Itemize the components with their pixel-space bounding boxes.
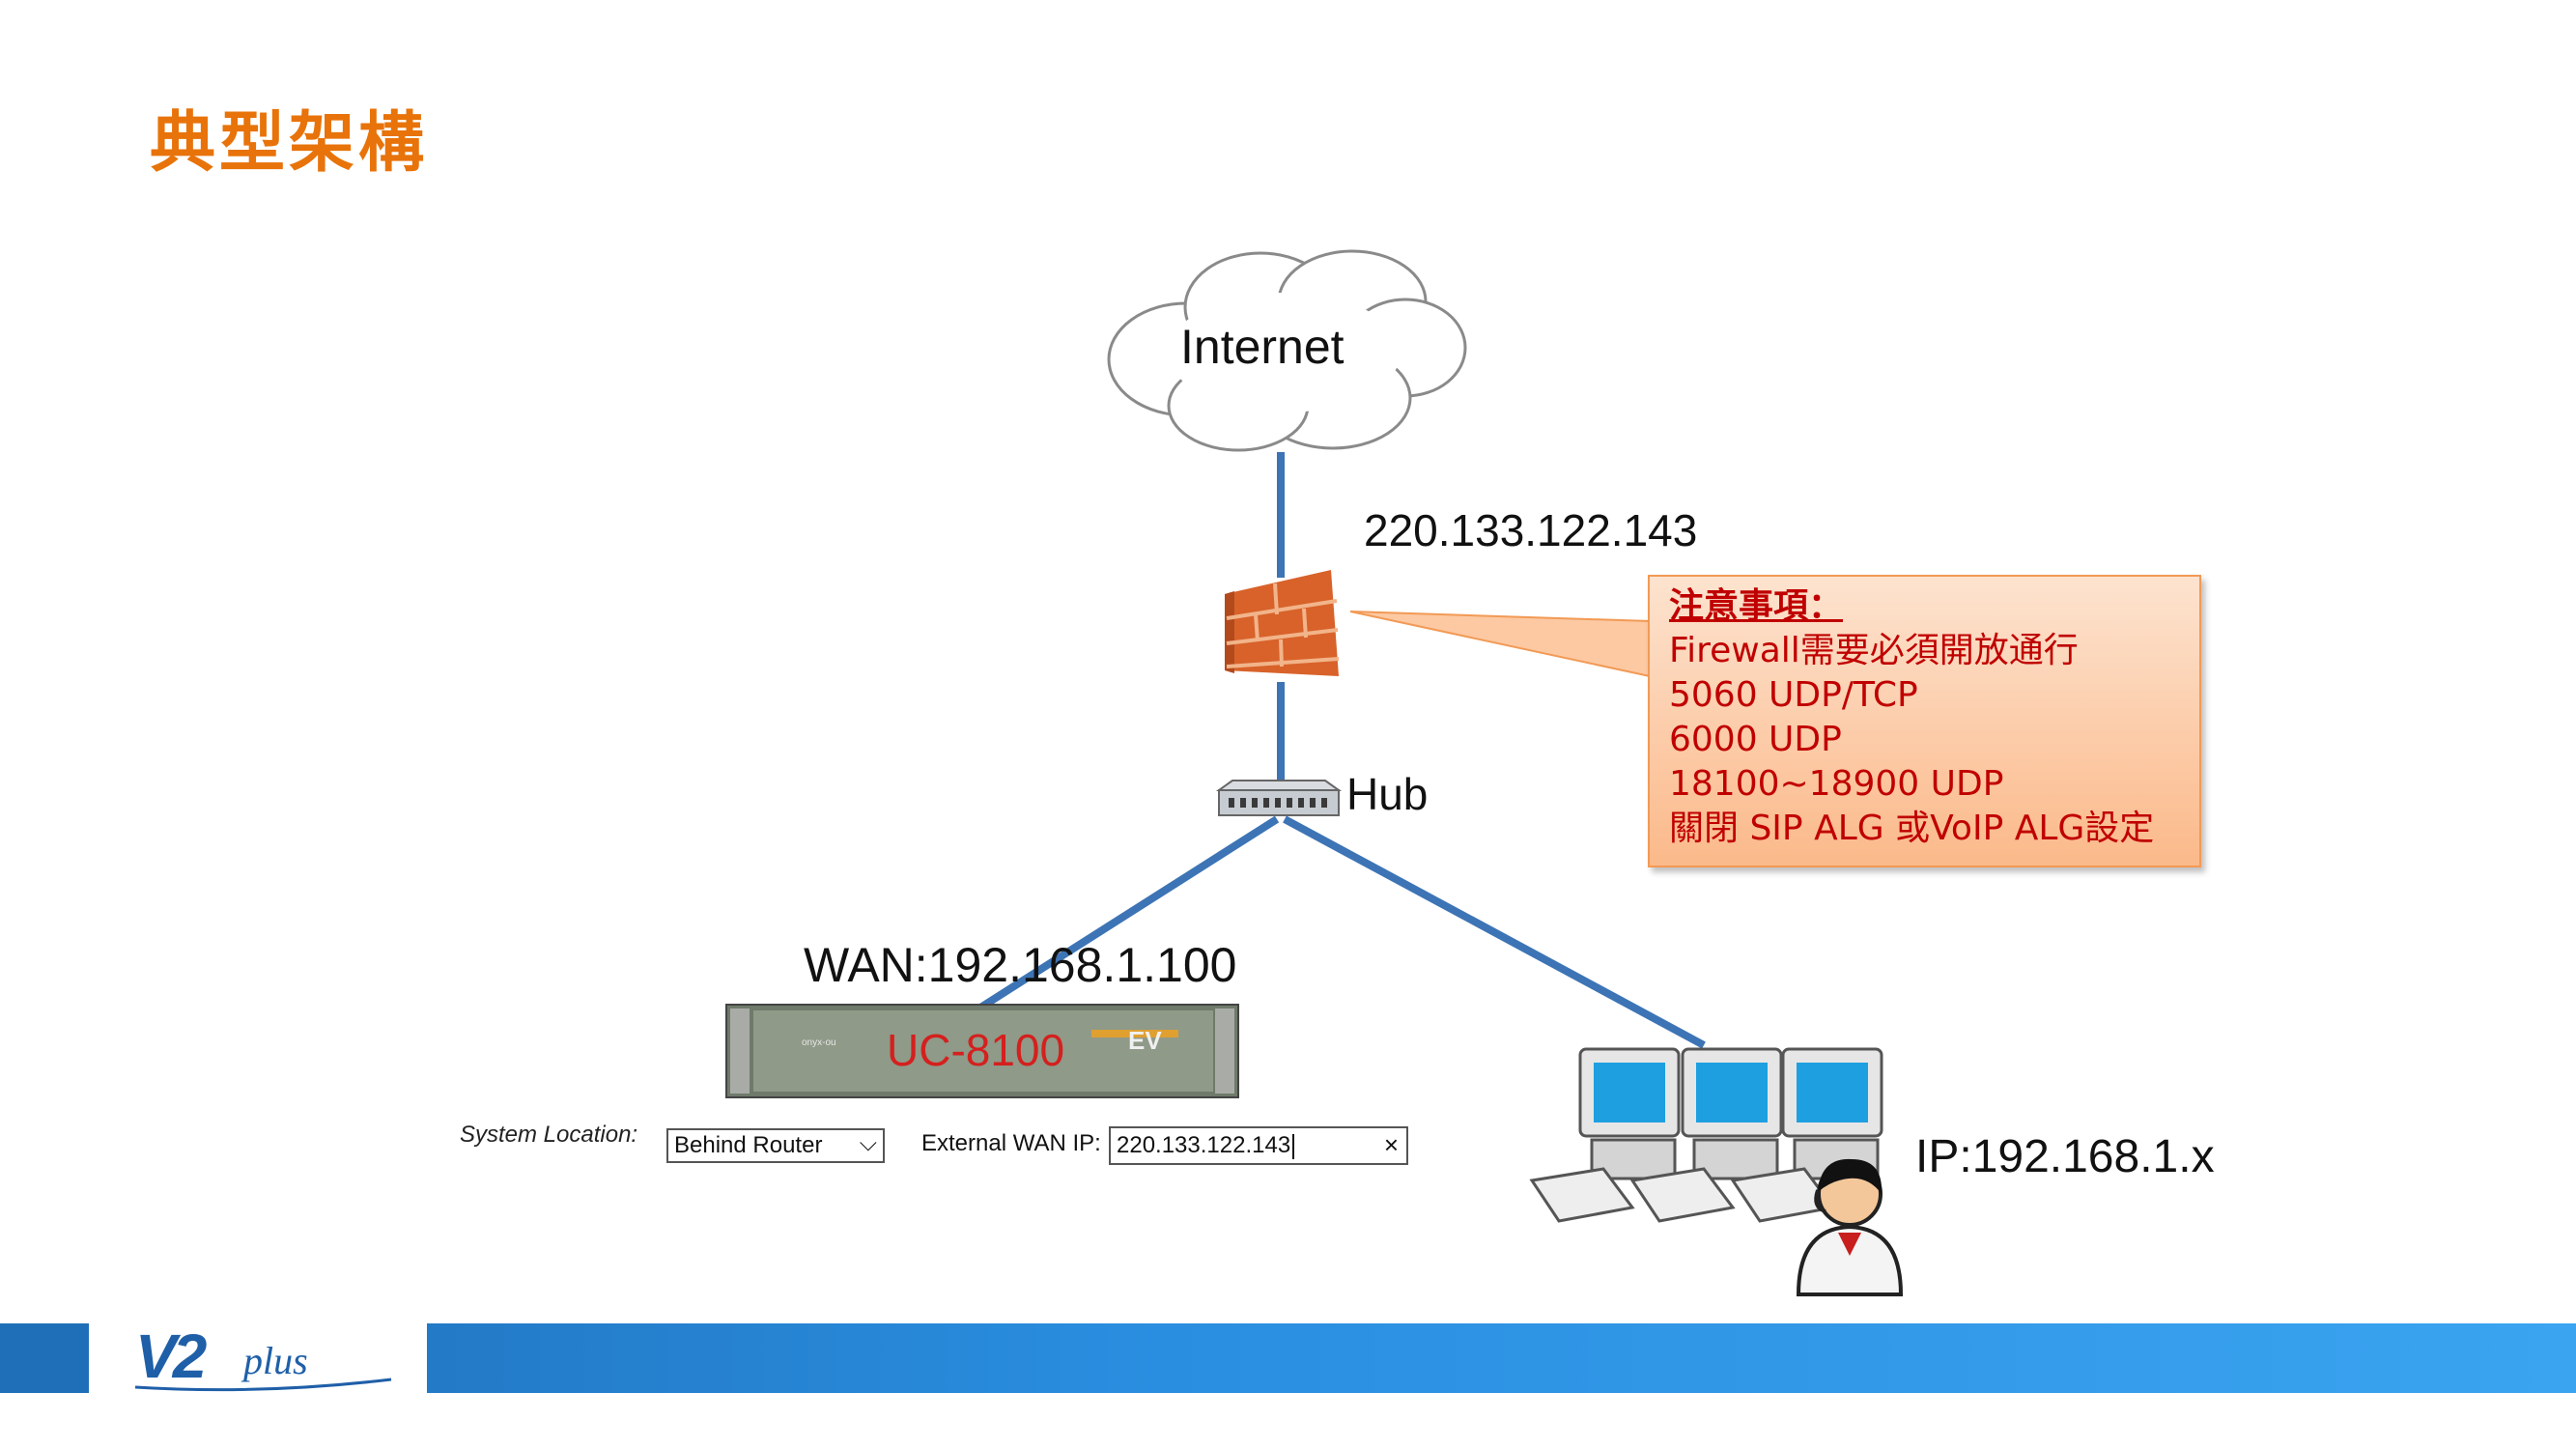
firewall-note-callout: 注意事項： Firewall需要必須開放通行 5060 UDP/TCP 6000… xyxy=(1648,575,2201,867)
chevron-down-icon: ⌵ xyxy=(859,1130,877,1156)
user-icon xyxy=(1796,1158,1904,1296)
note-line: Firewall需要必須開放通行 xyxy=(1669,631,2079,670)
system-location-value: Behind Router xyxy=(674,1132,823,1158)
note-line: 18100~18900 UDP xyxy=(1669,764,2004,804)
note-line: 5060 UDP/TCP xyxy=(1669,675,1918,715)
page-title: 典型架構 xyxy=(150,105,429,182)
device-brand-text: EV xyxy=(1128,1026,1162,1055)
svg-text:plus: plus xyxy=(241,1339,308,1382)
footer-band xyxy=(0,1323,2576,1393)
wan-ip-label: WAN:192.168.1.100 xyxy=(804,938,1237,992)
pc-group-icon xyxy=(1529,1047,1904,1296)
hub-label: Hub xyxy=(1346,769,1429,819)
v2plus-logo-mark: V2 plus xyxy=(134,1321,392,1392)
svg-text:V2: V2 xyxy=(135,1321,207,1391)
internet-cloud-icon xyxy=(1107,249,1467,452)
external-wan-ip-value: 220.133.122.143 xyxy=(1117,1132,1291,1158)
firewall-ip-label: 220.133.122.143 xyxy=(1364,505,1698,555)
hub-server-link xyxy=(975,815,1280,1013)
system-location-select[interactable]: Behind Router ⌵ xyxy=(666,1128,885,1163)
clear-icon[interactable]: × xyxy=(1383,1130,1399,1159)
note-line: 關閉 SIP ALG 或VoIP ALG設定 xyxy=(1669,809,2155,848)
svg-text:onyx-ou: onyx-ou xyxy=(802,1037,836,1048)
pc-ip-label: IP:192.168.1.x xyxy=(1915,1131,2215,1182)
note-line: 6000 UDP xyxy=(1669,720,1842,759)
external-wan-ip-input[interactable]: 220.133.122.143 × xyxy=(1109,1126,1408,1165)
note-heading: 注意事項： xyxy=(1669,586,1844,626)
system-location-label: System Location: xyxy=(460,1122,638,1148)
internet-label: Internet xyxy=(1180,320,1345,374)
hub-pc-link xyxy=(1283,815,1706,1049)
hub-icon xyxy=(1215,780,1343,816)
text-caret xyxy=(1292,1133,1295,1159)
device-name-label: UC-8100 xyxy=(887,1025,1065,1075)
firewall-icon xyxy=(1225,570,1340,676)
uc-8100-device-icon: EV onyx-ou xyxy=(725,1004,1239,1098)
external-wan-ip-label: External WAN IP: xyxy=(921,1130,1101,1156)
